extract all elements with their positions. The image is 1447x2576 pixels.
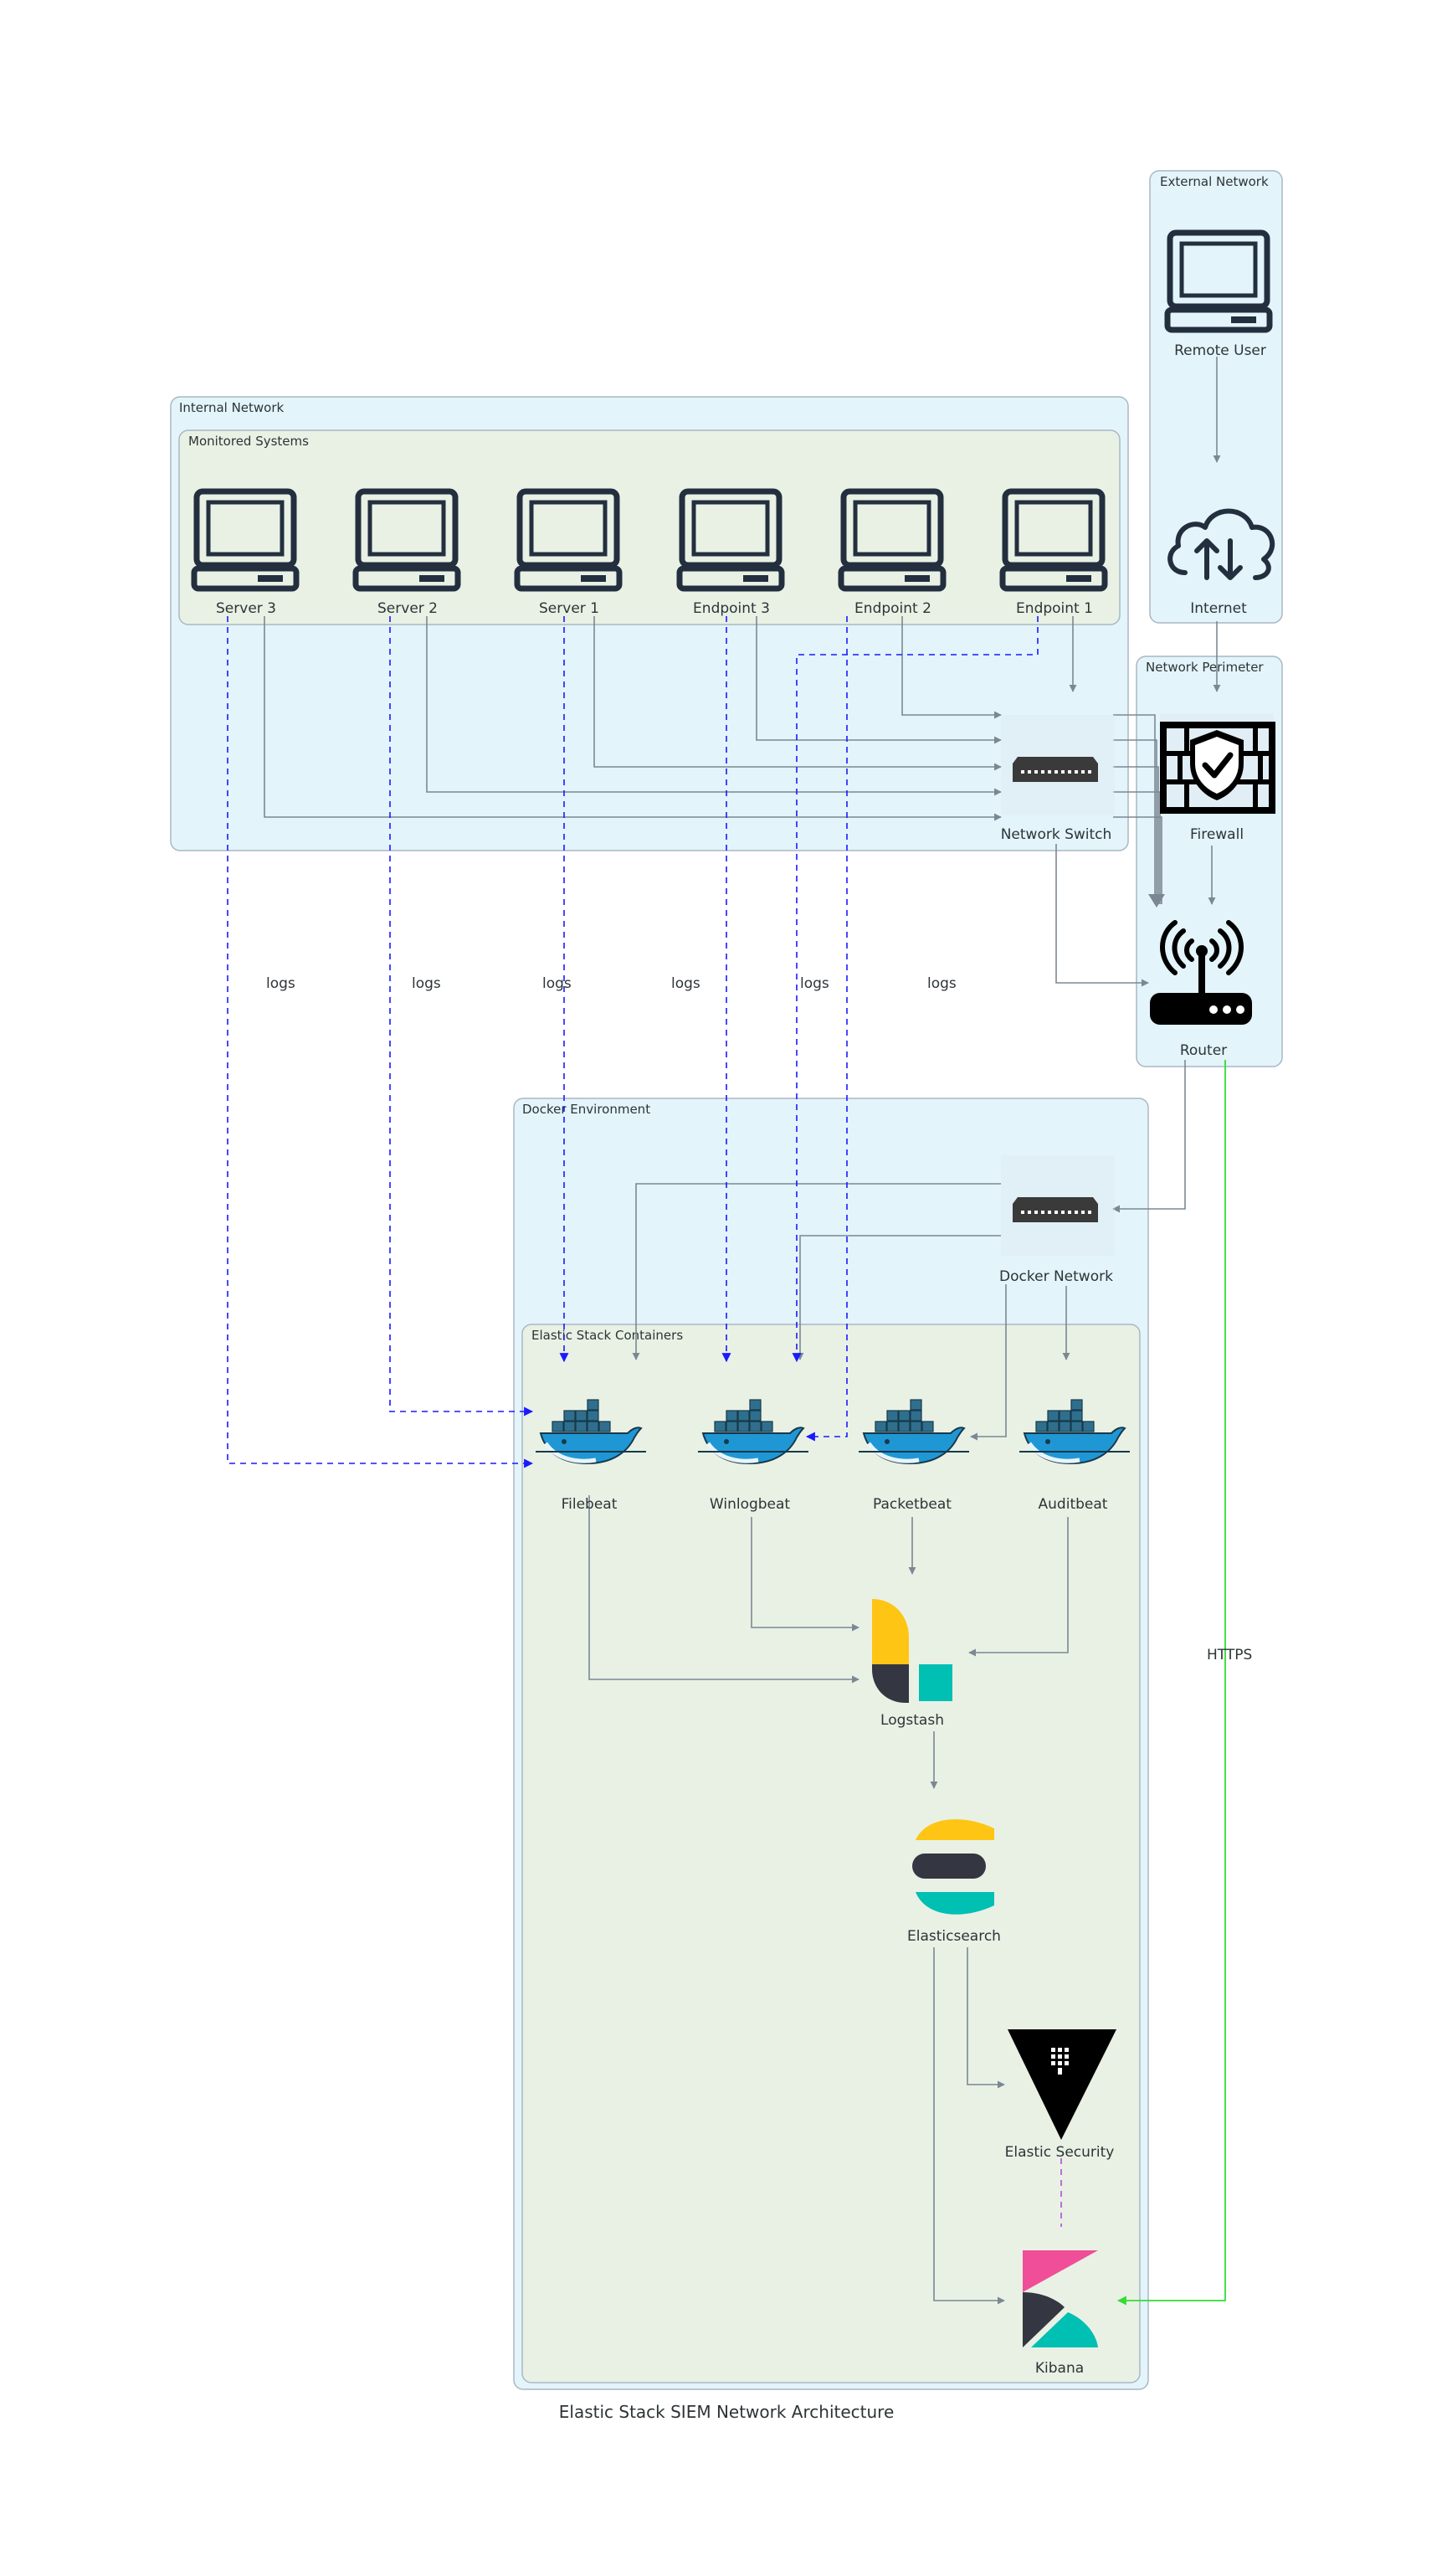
edge-switch-to-firewall-2 (1113, 739, 1157, 904)
edge-endpoint3-to-switch (756, 616, 1002, 744)
edge-elasticsearch-to-elastic-security (967, 1947, 1005, 2089)
edge-switch-to-router (1055, 844, 1149, 987)
edge-label-logs-1: logs (266, 975, 295, 992)
cluster-monitored-systems: Monitored Systems (178, 429, 1121, 625)
diagram-title: Elastic Stack SIEM Network Architecture (559, 2402, 895, 2422)
node-firewall-label: Firewall (1190, 826, 1244, 843)
cluster-network-perimeter: Network Perimeter (1136, 656, 1283, 1067)
node-winlogbeat: Winlogbeat (698, 1400, 808, 1513)
edge-router-https-to-kibana (1116, 1060, 1226, 2306)
edge-server1-to-switch (593, 616, 1002, 771)
network-switch-icon (1001, 715, 1115, 815)
node-firewall: Firewall (1160, 713, 1275, 843)
edge-endpoint1-logs-to-winlogbeat (792, 616, 1039, 1363)
edge-server2-logs-to-filebeat (389, 616, 534, 1417)
edge-docker-network-to-winlogbeat (796, 1235, 1001, 1360)
cluster-internal-network-label: Internal Network (179, 400, 285, 415)
node-network-switch-label: Network Switch (1001, 826, 1112, 843)
node-auditbeat-label: Auditbeat (1039, 1496, 1108, 1513)
node-server-1-label: Server 1 (539, 600, 599, 617)
cluster-external-network-label: External Network (1160, 174, 1269, 189)
node-elastic-security: Elastic Security (1005, 2029, 1116, 2161)
cluster-network-perimeter-label: Network Perimeter (1146, 660, 1264, 675)
node-logstash-label: Logstash (880, 1712, 944, 1729)
cluster-elastic-stack-containers-label: Elastic Stack Containers (531, 1328, 683, 1343)
edge-docker-network-to-filebeat (632, 1183, 1001, 1360)
node-internet-label: Internet (1190, 600, 1247, 617)
edge-elasticsearch-to-kibana (933, 1947, 1005, 2305)
node-internet: Internet (1167, 508, 1275, 617)
cloud-upload-download-icon (1167, 508, 1275, 580)
edge-switch-to-firewall-1 (1113, 714, 1156, 904)
firewall-shield-icon (1160, 722, 1275, 814)
edges-gray (264, 357, 1221, 2305)
edge-switch-to-firewall-5 (1113, 816, 1162, 904)
node-elastic-security-label: Elastic Security (1005, 2144, 1115, 2161)
node-elasticsearch: Elasticsearch (907, 1819, 1001, 1945)
node-endpoint-3-label: Endpoint 3 (693, 600, 770, 617)
node-server-3-label: Server 3 (216, 600, 276, 617)
edge-auditbeat-to-logstash (968, 1517, 1069, 1657)
node-filebeat-label: Filebeat (562, 1496, 618, 1513)
edge-router-to-docker-network (1112, 1060, 1186, 1213)
edge-label-logs-4: logs (671, 975, 700, 992)
node-router-label: Router (1180, 1042, 1227, 1059)
edge-server2-to-switch (426, 616, 1002, 796)
node-remote-user: Remote User (1167, 233, 1270, 359)
cluster-monitored-systems-label: Monitored Systems (188, 434, 309, 449)
node-kibana-label: Kibana (1035, 2360, 1084, 2377)
logstash-logo-icon (872, 1599, 952, 1703)
node-docker-network-label: Docker Network (999, 1268, 1113, 1285)
node-docker-network: Docker Network (999, 1155, 1115, 1285)
node-filebeat: Filebeat (536, 1400, 646, 1513)
edge-docker-network-to-packetbeat (970, 1284, 1007, 1441)
edge-switch-to-firewall-3 (1113, 766, 1159, 904)
node-winlogbeat-label: Winlogbeat (710, 1496, 791, 1513)
node-server-2-label: Server 2 (377, 600, 438, 617)
elastic-security-shield-icon (1008, 2029, 1116, 2140)
edge-winlogbeat-to-logstash (751, 1517, 859, 1632)
wifi-router-icon (1150, 920, 1252, 1025)
edge-label-https: HTTPS (1207, 1647, 1252, 1663)
edge-label-logs-2: logs (412, 975, 441, 992)
node-router: Router (1150, 920, 1252, 1059)
edge-label-logs-6: logs (927, 975, 957, 992)
node-packetbeat-label: Packetbeat (873, 1496, 952, 1513)
node-logstash: Logstash (872, 1599, 952, 1729)
node-endpoint-2-label: Endpoint 2 (854, 600, 931, 617)
node-elasticsearch-label: Elasticsearch (907, 1928, 1001, 1945)
node-server-1: Server 1 (517, 491, 619, 617)
edge-endpoint2-to-switch (901, 616, 1002, 719)
node-remote-user-label: Remote User (1174, 342, 1266, 359)
edge-filebeat-to-logstash (588, 1495, 859, 1684)
edge-label-logs-5: logs (800, 975, 829, 992)
node-endpoint-3: Endpoint 3 (680, 491, 782, 617)
node-network-switch: Network Switch (1001, 715, 1115, 843)
node-endpoint-1: Endpoint 1 (1003, 491, 1105, 617)
cluster-elastic-stack-containers: Elastic Stack Containers (521, 1324, 1141, 2383)
node-server-2: Server 2 (356, 491, 458, 617)
elasticsearch-logo-icon (912, 1819, 994, 1915)
node-server-3: Server 3 (194, 491, 296, 617)
node-kibana: Kibana (1023, 2250, 1098, 2377)
edge-endpoint2-logs-to-winlogbeat (805, 616, 848, 1442)
edge-switch-firewall-bundle-arrowhead (1148, 894, 1165, 908)
network-switch-icon (1001, 1155, 1115, 1256)
edge-label-logs-3: logs (542, 975, 572, 992)
edge-server3-logs-to-filebeat (227, 616, 534, 1468)
node-endpoint-1-label: Endpoint 1 (1016, 600, 1093, 617)
kibana-logo-icon (1023, 2250, 1098, 2347)
edge-server3-to-switch (264, 616, 1002, 821)
node-endpoint-2: Endpoint 2 (841, 491, 943, 617)
node-packetbeat: Packetbeat (859, 1400, 969, 1513)
node-auditbeat: Auditbeat (1019, 1400, 1130, 1513)
edges-logs (227, 616, 1039, 1468)
cluster-docker-environment-label: Docker Environment (522, 1102, 650, 1117)
